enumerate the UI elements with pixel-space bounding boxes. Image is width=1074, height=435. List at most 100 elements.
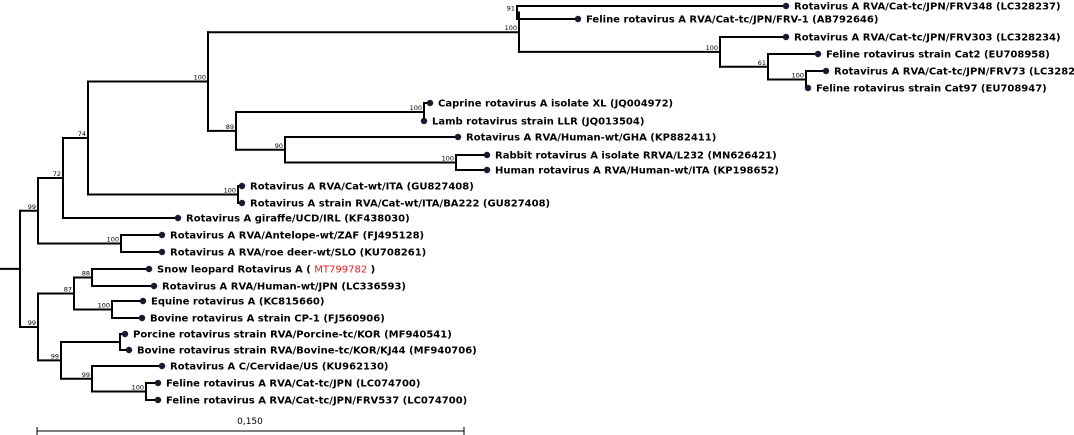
bootstrap-labels: 91 100 100 61 100 100 89 100 90 100 100 74 72 99 100 88… <box>28 5 804 392</box>
leaf-label: Lamb rotavirus strain LLR (JQ013504) <box>432 117 644 128</box>
leaf-label-text: Rabbit rotavirus A isolate RRVA/L232 (MN… <box>495 151 777 162</box>
leaf-label: Feline rotavirus strain Cat2 (EU708958) <box>826 50 1050 61</box>
leaf-tip-dot <box>238 182 246 190</box>
bootstrap-value: 99 <box>28 203 36 211</box>
bootstrap-value: 100 <box>792 72 804 80</box>
leaf-label-text: Rotavirus A RVA/Human-wt/JPN (LC336593) <box>162 282 406 293</box>
leaf-label-text: Feline rotavirus A RVA/Cat-tc/JPN (LC074… <box>166 379 420 390</box>
leaf-label-text: Rotavirus A RVA/Cat-wt/ITA (GU827408) <box>250 182 474 193</box>
bootstrap-value: 91 <box>507 5 515 13</box>
leaf-label: Rotavirus A RVA/roe deer-wt/SLO (KU70826… <box>170 248 426 259</box>
leaf-tip-dot <box>158 231 166 239</box>
bootstrap-value: 99 <box>51 352 59 360</box>
leaf-label-accession-highlight: MT799782 <box>314 265 367 276</box>
leaf-tip-dot <box>174 214 182 222</box>
leaf-label-text: Feline rotavirus A RVA/Cat-tc/JPN/FRV-1 … <box>586 15 878 26</box>
bootstrap-value: 100 <box>706 44 718 52</box>
leaf-label-text: Feline rotavirus A RVA/Cat-tc/JPN/FRV537… <box>166 396 467 407</box>
leaf-label-text: Rotavirus A strain RVA/Cat-wt/ITA/BA222 … <box>250 199 550 210</box>
leaf-label: Feline rotavirus A RVA/Cat-tc/JPN/FRV-1 … <box>586 15 878 26</box>
leaf-label-text: Equine rotavirus A (KC815660) <box>151 297 324 308</box>
leaf-label-text: Snow leopard Rotavirus A ( <box>157 265 314 276</box>
leaf-tip-dot <box>574 15 582 23</box>
tree-tips <box>121 2 830 404</box>
leaf-label: Rotavirus A strain RVA/Cat-wt/ITA/BA222 … <box>250 199 550 210</box>
leaf-label: Equine rotavirus A (KC815660) <box>151 297 324 308</box>
leaf-tip-dot <box>483 151 491 159</box>
leaf-tip-dot <box>150 282 158 290</box>
leaf-label: Rotavirus A C/Cervidae/US (KU962130) <box>170 362 388 373</box>
leaf-tip-dot <box>158 248 166 256</box>
leaf-label-suffix: ) <box>367 265 375 276</box>
bootstrap-value: 100 <box>410 104 422 112</box>
leaf-label-text: Rotavirus A giraffe/UCD/IRL (KF438030) <box>186 214 410 225</box>
leaf-tip-dot <box>238 199 246 207</box>
bootstrap-value: 99 <box>82 371 90 379</box>
bootstrap-value: 61 <box>758 59 766 67</box>
leaf-tip-dot <box>158 362 166 370</box>
leaf-label-text: Rotavirus A RVA/Antelope-wt/ZAF (FJ49512… <box>170 231 424 242</box>
leaf-label: Rotavirus A RVA/Cat-tc/JPN/FRV303 (LC328… <box>794 33 1061 44</box>
leaf-label: Rotavirus A RVA/Cat-tc/JPN/FRV73 (LC3282… <box>834 67 1074 78</box>
leaf-label: Bovine rotavirus A strain CP-1 (FJ560906… <box>150 314 385 325</box>
leaf-label: Rotavirus A RVA/Human-wt/JPN (LC336593) <box>162 282 406 293</box>
bootstrap-value: 100 <box>442 155 454 163</box>
leaf-label-text: Feline rotavirus strain Cat2 (EU708958) <box>826 50 1050 61</box>
leaf-label: Rotavirus A RVA/Cat-wt/ITA (GU827408) <box>250 182 474 193</box>
leaf-tip-dot <box>154 379 162 387</box>
leaf-label-text: Rotavirus A C/Cervidae/US (KU962130) <box>170 362 388 373</box>
leaf-tip-dot <box>822 67 830 75</box>
leaf-label: Feline rotavirus A RVA/Cat-tc/JPN (LC074… <box>166 379 420 390</box>
leaf-label: Bovine rotavirus strain RVA/Bovine-tc/KO… <box>137 346 477 357</box>
leaf-tip-dot <box>782 2 790 10</box>
leaf-tip-dot <box>782 33 790 41</box>
bootstrap-value: 100 <box>194 74 206 82</box>
leaf-label: Human rotavirus A RVA/Human-wt/ITA (KP19… <box>495 166 779 177</box>
leaf-label-text: Porcine rotavirus strain RVA/Porcine-tc/… <box>133 330 452 341</box>
bootstrap-value: 100 <box>224 187 236 195</box>
leaf-label: Porcine rotavirus strain RVA/Porcine-tc/… <box>133 330 452 341</box>
leaf-tip-dot <box>138 314 146 322</box>
leaf-label: Rotavirus A giraffe/UCD/IRL (KF438030) <box>186 214 410 225</box>
tree-leaf-labels: Rotavirus A RVA/Cat-tc/JPN/FRV348 (LC328… <box>133 2 1074 407</box>
leaf-label-text: Rotavirus A RVA/Cat-tc/JPN/FRV348 (LC328… <box>794 2 1061 13</box>
leaf-label: Rotavirus A RVA/Human-wt/GHA (KP882411) <box>466 133 716 144</box>
bootstrap-value: 72 <box>53 170 61 178</box>
leaf-label-text: Feline rotavirus strain Cat97 (EU708947) <box>816 84 1047 95</box>
bootstrap-value: 100 <box>505 24 517 32</box>
leaf-label: Snow leopard Rotavirus A ( MT799782 ) <box>157 265 375 276</box>
leaf-label-text: Rotavirus A RVA/Human-wt/GHA (KP882411) <box>466 133 716 144</box>
leaf-label-text: Human rotavirus A RVA/Human-wt/ITA (KP19… <box>495 166 779 177</box>
leaf-tip-dot <box>454 133 462 141</box>
leaf-label-text: Bovine rotavirus A strain CP-1 (FJ560906… <box>150 314 385 325</box>
bootstrap-value: 89 <box>226 123 234 131</box>
leaf-label: Rabbit rotavirus A isolate RRVA/L232 (MN… <box>495 151 777 162</box>
leaf-tip-dot <box>804 84 812 92</box>
bootstrap-value: 99 <box>28 319 36 327</box>
leaf-tip-dot <box>483 166 491 174</box>
bootstrap-value: 88 <box>82 270 90 278</box>
bootstrap-value: 100 <box>132 384 144 392</box>
scale-bar: 0,150 <box>36 417 465 435</box>
leaf-tip-dot <box>125 346 133 354</box>
leaf-label-text: Lamb rotavirus strain LLR (JQ013504) <box>432 117 644 128</box>
leaf-tip-dot <box>814 50 822 58</box>
leaf-label: Feline rotavirus strain Cat97 (EU708947) <box>816 84 1047 95</box>
bootstrap-value: 87 <box>64 286 72 294</box>
leaf-label-text: Rotavirus A RVA/roe deer-wt/SLO (KU70826… <box>170 248 426 259</box>
leaf-label: Rotavirus A RVA/Antelope-wt/ZAF (FJ49512… <box>170 231 424 242</box>
leaf-label-text: Caprine rotavirus A isolate XL (JQ004972… <box>438 99 673 110</box>
leaf-label-text: Rotavirus A RVA/Cat-tc/JPN/FRV73 (LC3282… <box>834 67 1074 78</box>
leaf-label: Caprine rotavirus A isolate XL (JQ004972… <box>438 99 673 110</box>
tree-branches <box>0 5 827 401</box>
bootstrap-value: 100 <box>98 302 110 310</box>
bootstrap-value: 90 <box>275 142 283 150</box>
leaf-tip-dot <box>420 117 428 125</box>
leaf-label: Feline rotavirus A RVA/Cat-tc/JPN/FRV537… <box>166 396 467 407</box>
leaf-tip-dot <box>154 396 162 404</box>
scale-bar-label: 0,150 <box>237 417 263 427</box>
leaf-tip-dot <box>426 99 434 107</box>
bootstrap-value: 74 <box>78 130 86 138</box>
leaf-label-text: Rotavirus A RVA/Cat-tc/JPN/FRV303 (LC328… <box>794 33 1061 44</box>
leaf-tip-dot <box>145 265 153 273</box>
